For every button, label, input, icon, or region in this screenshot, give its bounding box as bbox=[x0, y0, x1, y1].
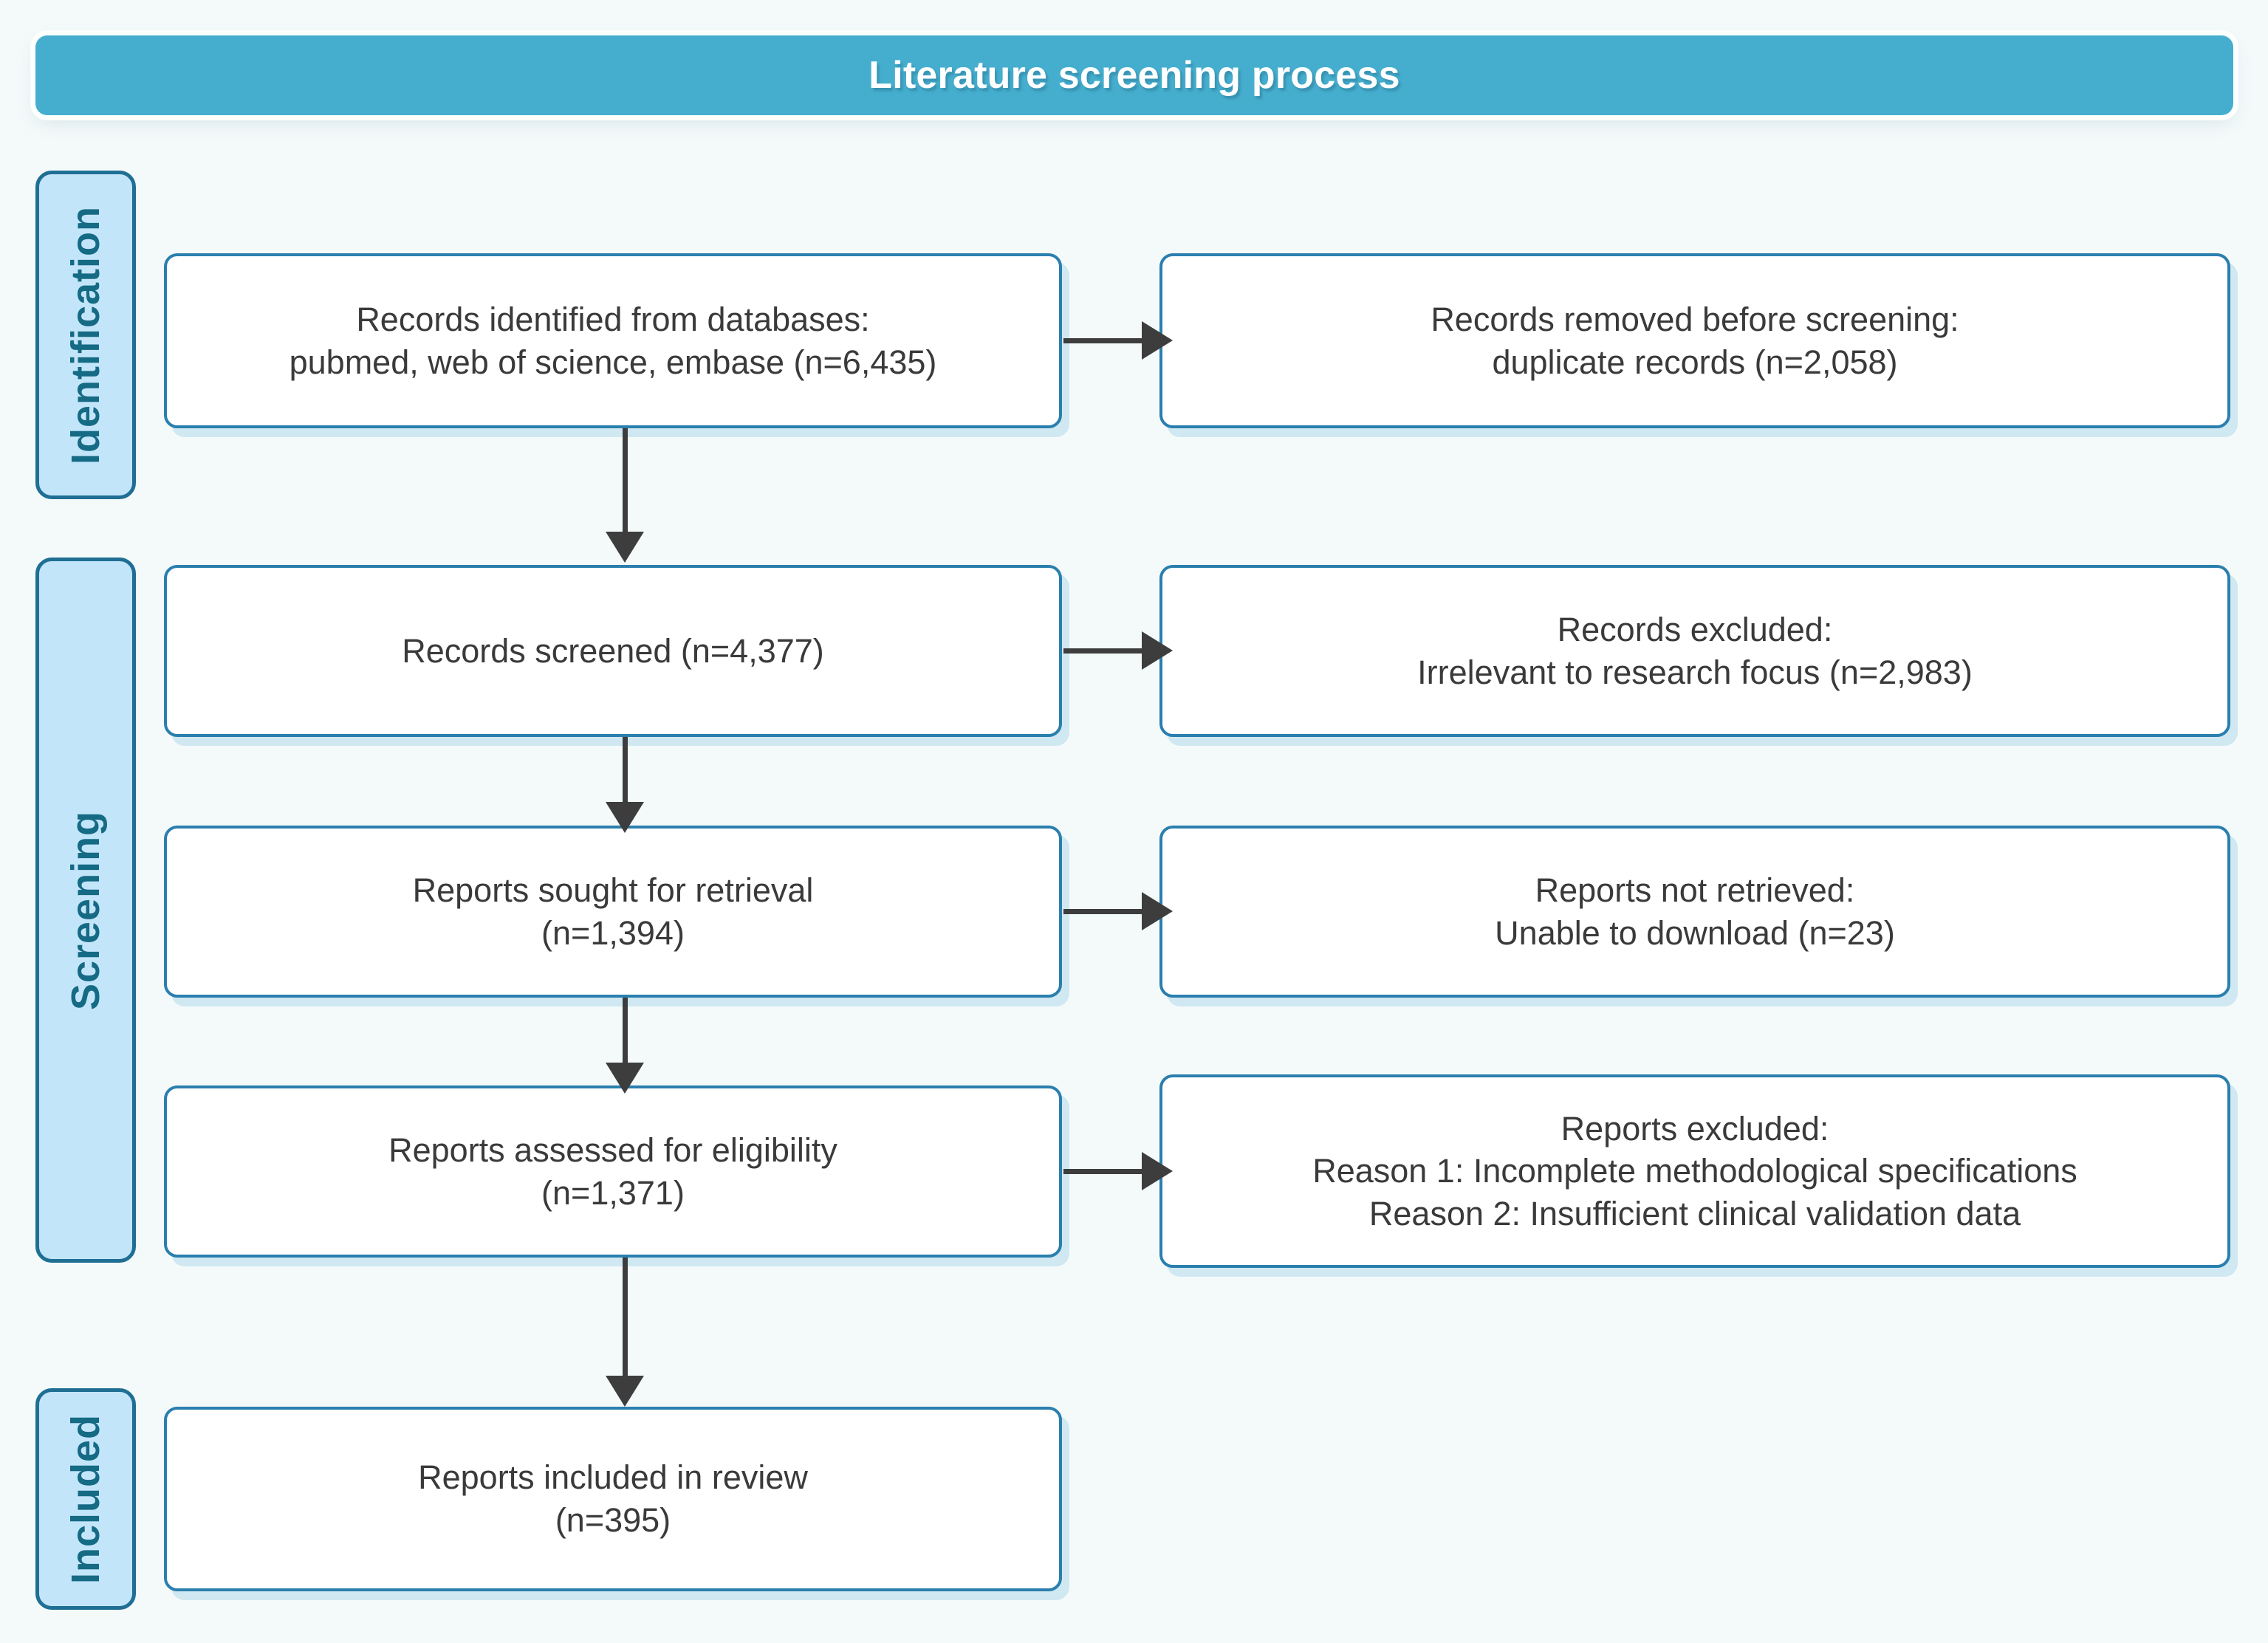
arrowhead-down-icon bbox=[606, 802, 644, 833]
box-records-excluded: Records excluded: Irrelevant to research… bbox=[1159, 565, 2230, 737]
stage-label-included: Included bbox=[35, 1388, 136, 1610]
box-reports-excluded-text: Reports excluded: Reason 1: Incomplete m… bbox=[1312, 1109, 2077, 1232]
box-records-identified: Records identified from databases: pubme… bbox=[164, 253, 1062, 428]
stage-label-identification: Identification bbox=[35, 171, 136, 499]
stage-label-screening: Screening bbox=[35, 558, 136, 1263]
arrowhead-right-icon bbox=[1142, 631, 1173, 670]
box-reports-not-retrieved: Reports not retrieved: Unable to downloa… bbox=[1159, 826, 2230, 998]
arrow-assessed-to-excluded bbox=[1063, 1169, 1143, 1174]
box-reports-included: Reports included in review (n=395) bbox=[164, 1407, 1062, 1591]
diagram-title-banner: Literature screening process bbox=[35, 35, 2233, 115]
arrow-identified-to-removed bbox=[1063, 338, 1143, 343]
arrowhead-down-icon bbox=[606, 1063, 644, 1094]
arrowhead-down-icon bbox=[606, 532, 644, 563]
box-reports-not-retrieved-text: Reports not retrieved: Unable to downloa… bbox=[1495, 871, 1895, 952]
box-records-screened: Records screened (n=4,377) bbox=[164, 565, 1062, 737]
box-reports-included-text: Reports included in review (n=395) bbox=[418, 1458, 808, 1539]
arrowhead-right-icon bbox=[1142, 321, 1173, 360]
box-reports-sought: Reports sought for retrieval (n=1,394) bbox=[164, 826, 1062, 998]
box-reports-sought-text: Reports sought for retrieval (n=1,394) bbox=[412, 871, 814, 952]
stage-label-included-text: Included bbox=[64, 1413, 109, 1585]
arrow-sought-to-not-retrieved bbox=[1063, 909, 1143, 914]
arrow-assessed-to-included bbox=[623, 1258, 628, 1376]
arrow-sought-to-assessed bbox=[623, 998, 628, 1063]
arrowhead-right-icon bbox=[1142, 892, 1173, 930]
page-title: Literature screening process bbox=[869, 54, 1400, 97]
box-records-identified-text: Records identified from databases: pubme… bbox=[289, 300, 937, 381]
stage-label-identification-text: Identification bbox=[64, 205, 108, 464]
box-records-removed: Records removed before screening: duplic… bbox=[1159, 253, 2230, 428]
box-reports-excluded: Reports excluded: Reason 1: Incomplete m… bbox=[1159, 1074, 2230, 1268]
box-reports-assessed: Reports assessed for eligibility (n=1,37… bbox=[164, 1085, 1062, 1258]
arrowhead-down-icon bbox=[606, 1376, 644, 1407]
stage-label-screening-text: Screening bbox=[64, 810, 108, 1010]
box-records-screened-text: Records screened (n=4,377) bbox=[402, 631, 824, 670]
box-records-excluded-text: Records excluded: Irrelevant to research… bbox=[1417, 610, 1973, 691]
box-records-removed-text: Records removed before screening: duplic… bbox=[1431, 300, 1959, 381]
arrow-screened-to-sought bbox=[623, 737, 628, 802]
box-reports-assessed-text: Reports assessed for eligibility (n=1,37… bbox=[388, 1131, 837, 1212]
arrowhead-right-icon bbox=[1142, 1152, 1173, 1190]
arrow-identified-to-screened bbox=[623, 428, 628, 532]
arrow-screened-to-excluded bbox=[1063, 648, 1143, 654]
